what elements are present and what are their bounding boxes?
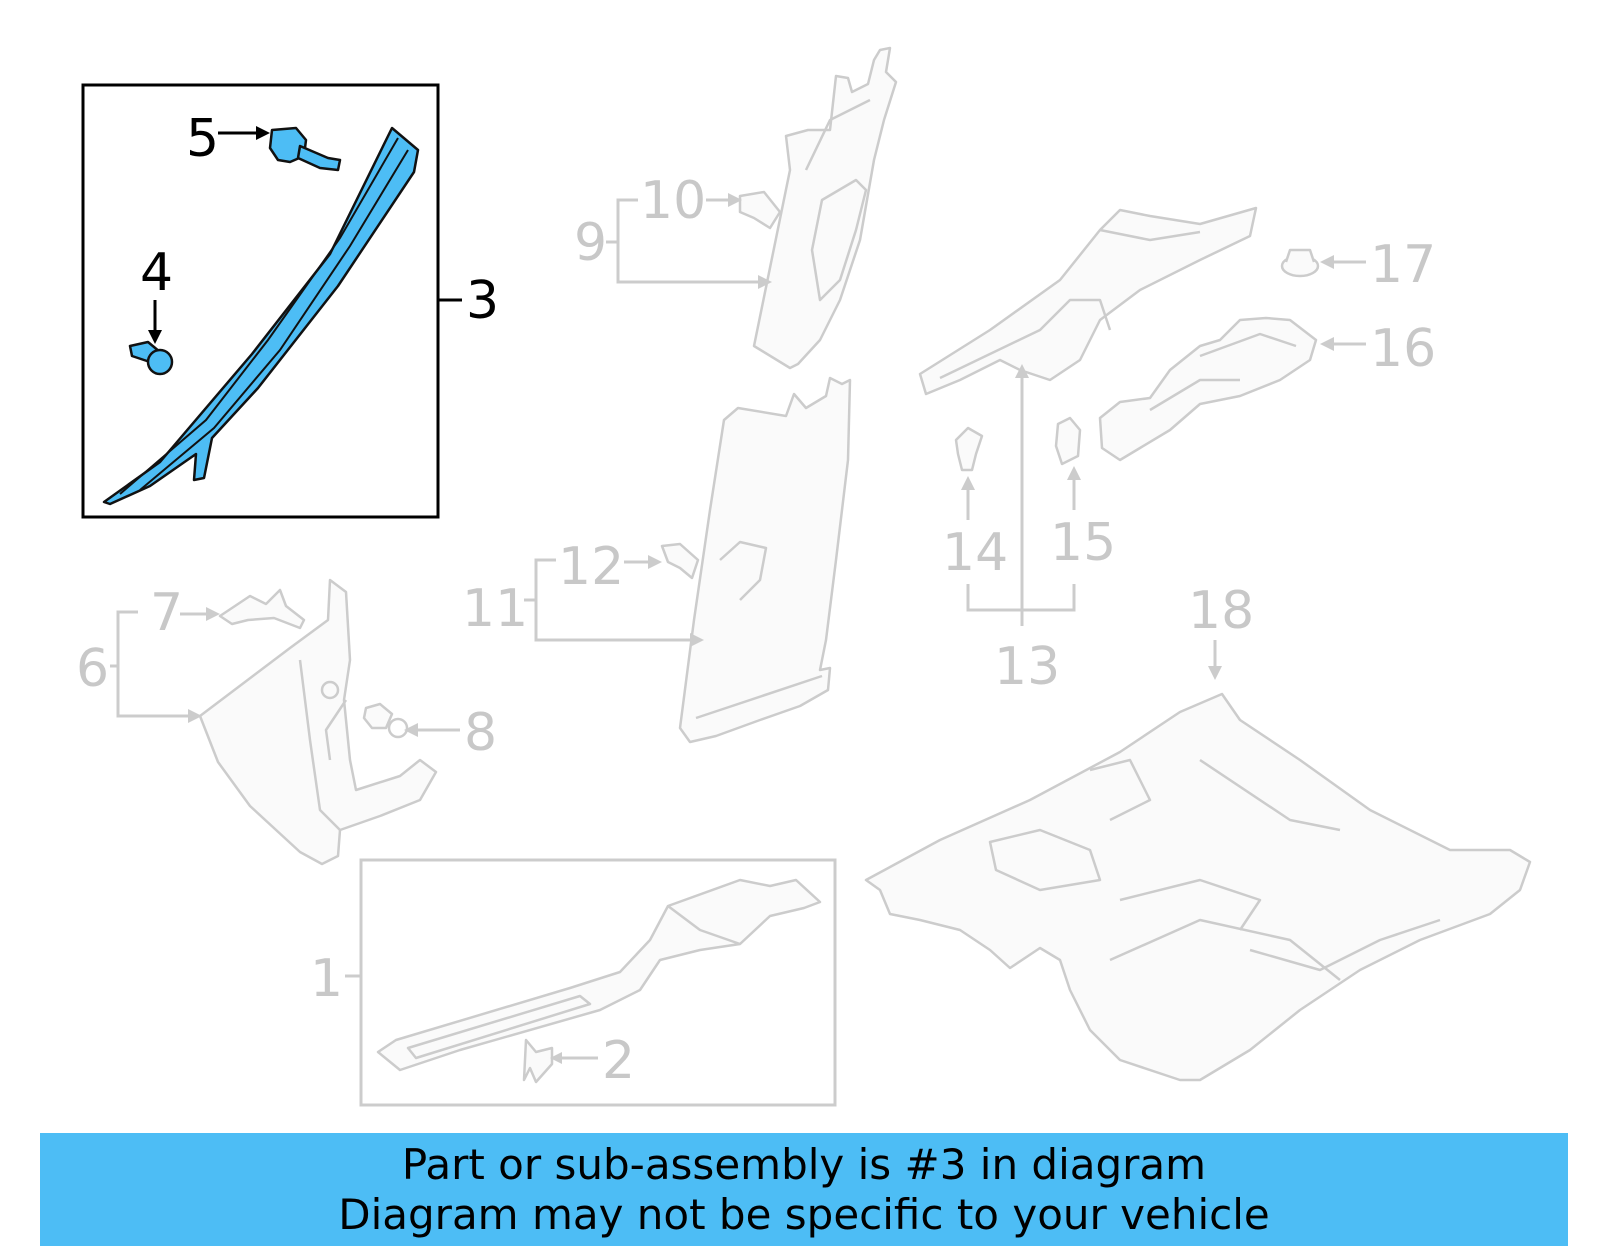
part-10-clip[interactable] — [738, 190, 782, 230]
callout-2: 2 — [602, 1031, 635, 1091]
callout-6: 6 — [76, 639, 109, 699]
part-8-clip[interactable] — [362, 702, 409, 739]
callout-8: 8 — [464, 703, 497, 763]
banner-line-1: Part or sub-assembly is #3 in diagram — [401, 1139, 1207, 1189]
group-box-1 — [359, 858, 837, 1107]
callout-18: 18 — [1188, 581, 1254, 641]
banner-line-2: Diagram may not be specific to your vehi… — [338, 1189, 1270, 1239]
part-13-rear-scuff[interactable] — [918, 206, 1258, 396]
part-17-grommet[interactable] — [1280, 248, 1320, 278]
callout-1: 1 — [310, 949, 343, 1009]
part-7-bracket[interactable] — [218, 588, 306, 630]
callout-17: 17 — [1370, 235, 1436, 295]
part-12-clip[interactable] — [660, 542, 700, 580]
part-9-b-pillar-upper[interactable] — [752, 46, 898, 370]
callout-9: 9 — [574, 213, 607, 273]
callout-14: 14 — [942, 523, 1008, 583]
part-4-push-pin[interactable] — [128, 340, 174, 376]
info-banner: Part or sub-assembly is #3 in diagram Di… — [40, 1133, 1568, 1246]
part-14-push-pin[interactable] — [954, 426, 984, 472]
part-6-kick-panel[interactable] — [198, 578, 438, 866]
part-16-bracket[interactable] — [1098, 316, 1318, 462]
part-18-floor-carpet[interactable] — [864, 692, 1532, 1082]
callout-4: 4 — [140, 243, 173, 303]
callout-15: 15 — [1050, 513, 1116, 573]
callout-3: 3 — [466, 271, 499, 331]
part-3-pillar-trim[interactable] — [102, 126, 420, 506]
callout-10: 10 — [640, 171, 706, 231]
callout-7: 7 — [150, 583, 183, 643]
callout-5: 5 — [186, 109, 219, 169]
parts-diagram: 5 4 3 1 2 7 6 8 — [76, 46, 1532, 1107]
part-15-clip[interactable] — [1054, 416, 1082, 466]
callout-12: 12 — [558, 537, 624, 597]
part-5-clip[interactable] — [268, 126, 342, 172]
callout-13: 13 — [994, 637, 1060, 697]
part-2-clip[interactable] — [522, 1038, 554, 1084]
part-1-sill-plate[interactable] — [376, 878, 822, 1072]
callout-11: 11 — [462, 579, 528, 639]
callout-16: 16 — [1370, 319, 1436, 379]
part-11-b-pillar-lower[interactable] — [678, 376, 852, 744]
